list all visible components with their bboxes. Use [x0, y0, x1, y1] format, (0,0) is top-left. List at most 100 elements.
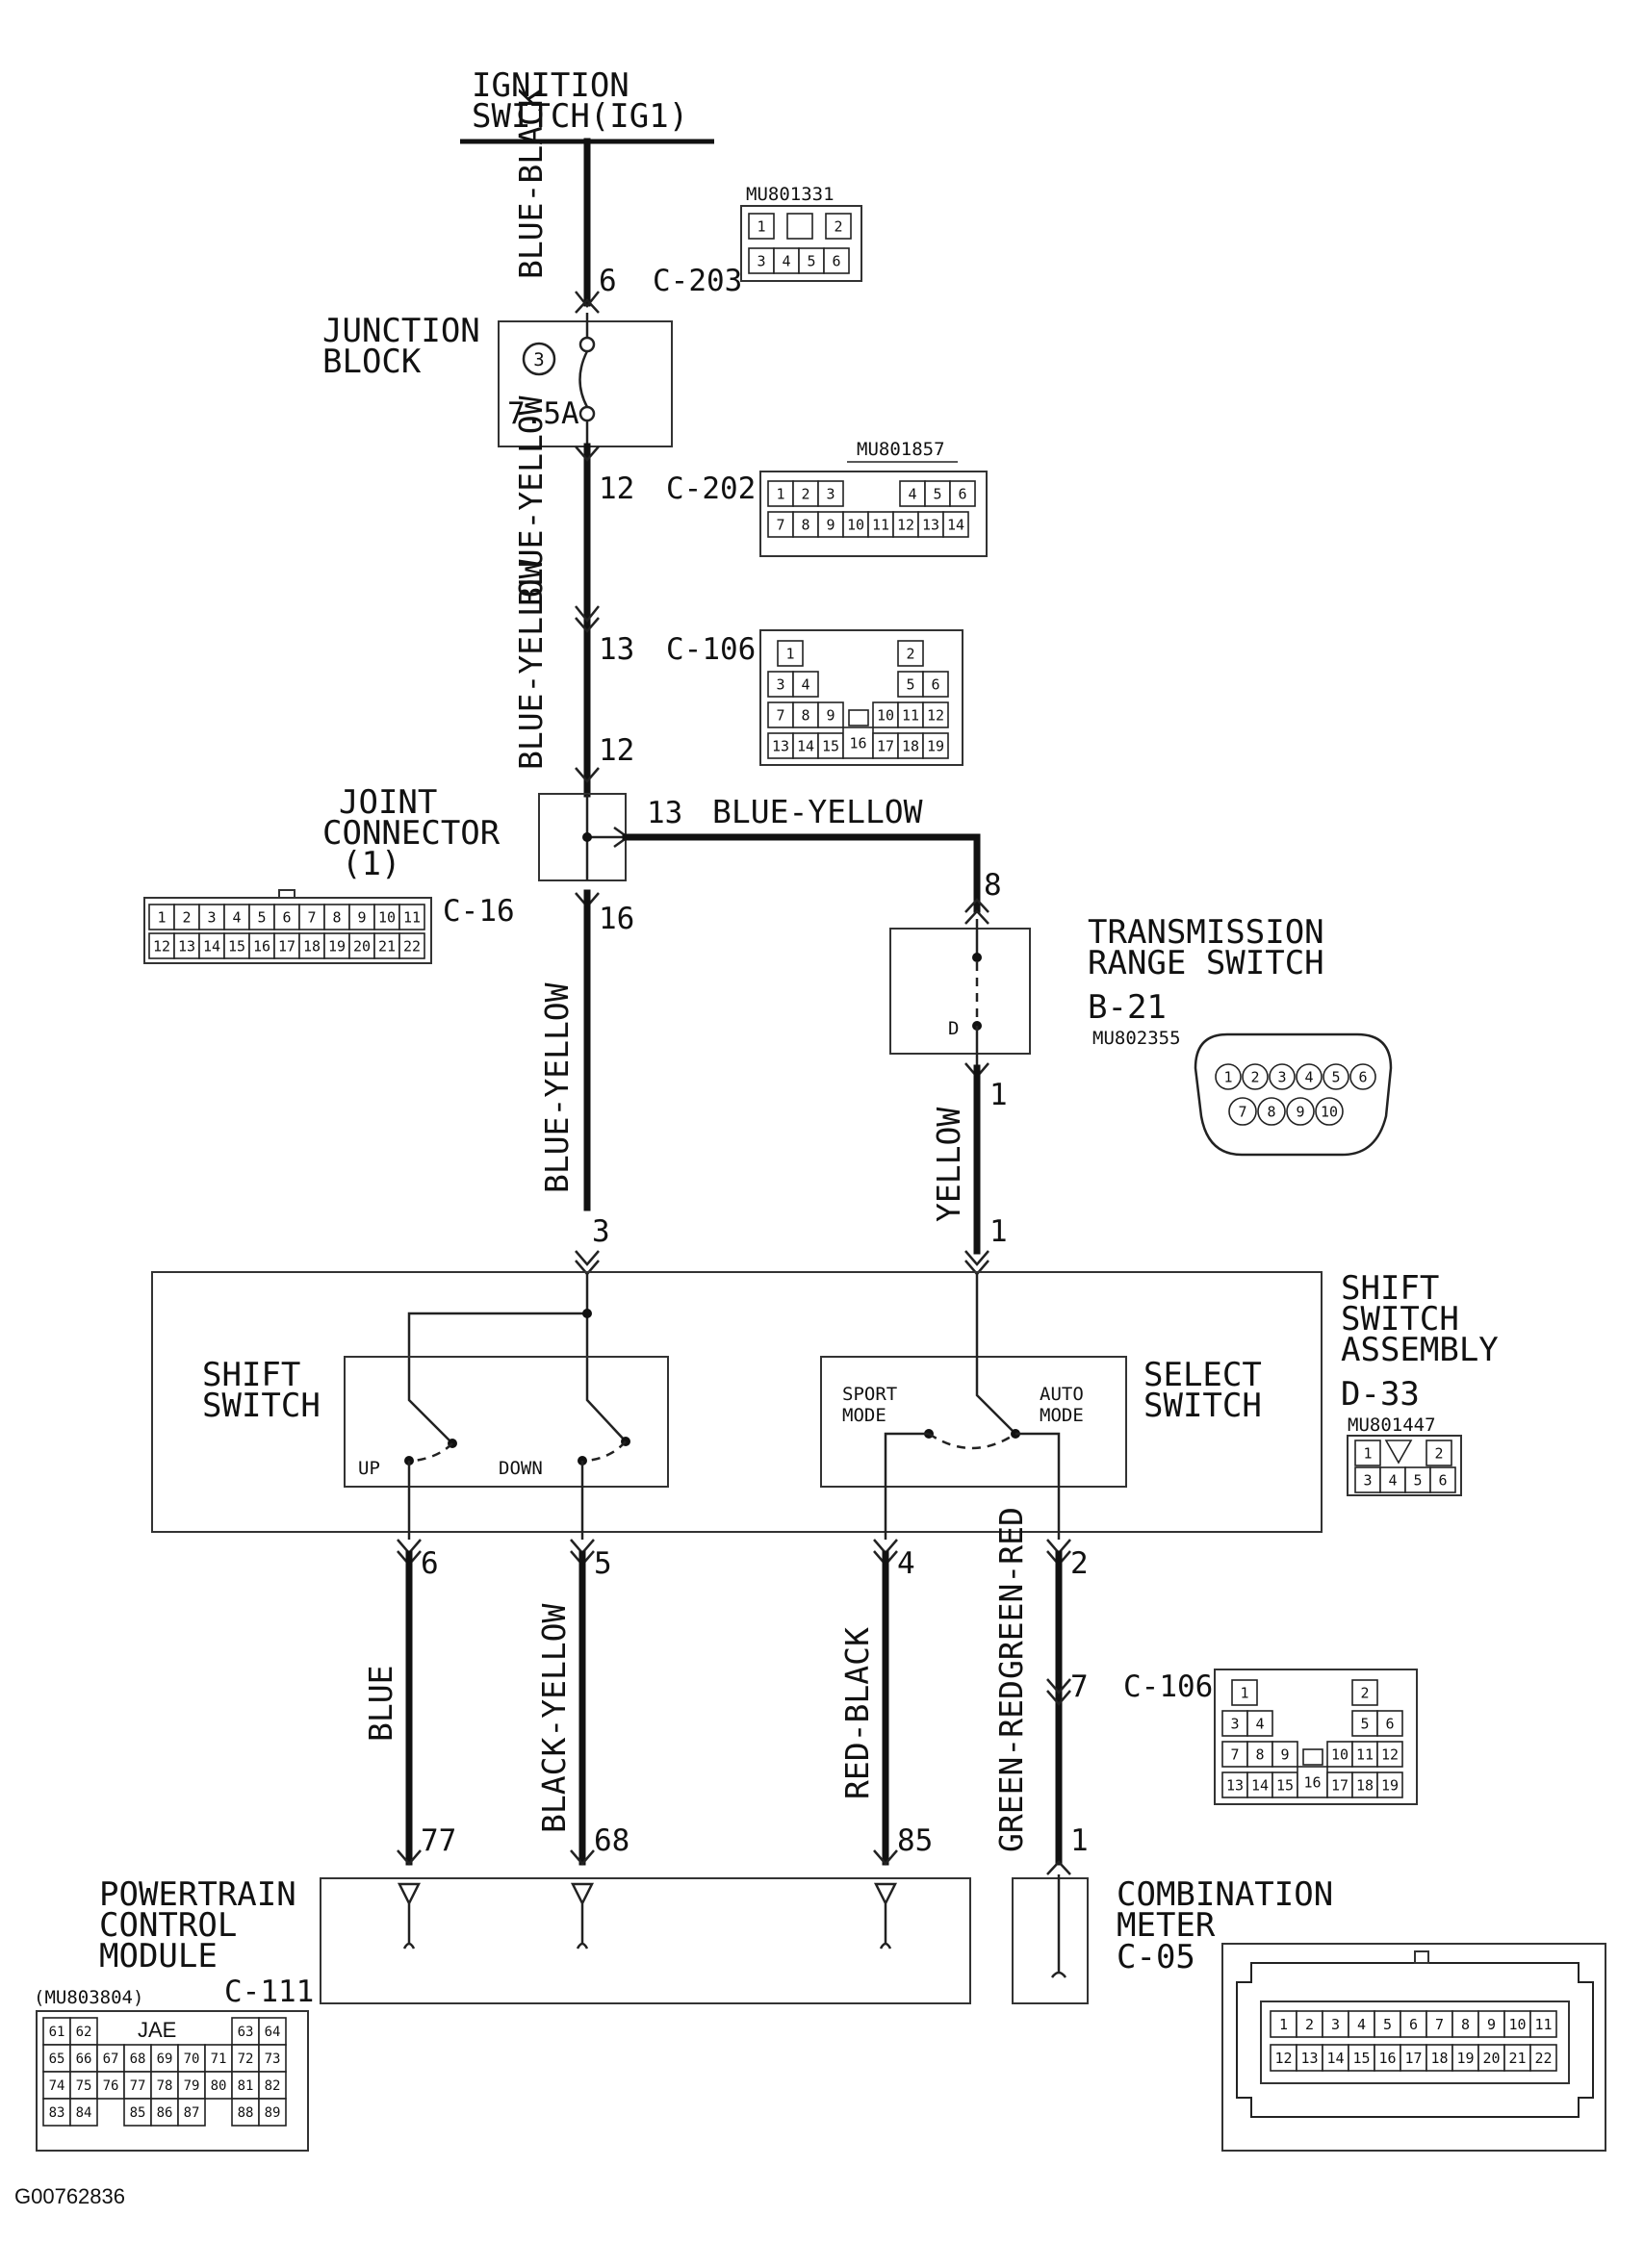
pin-number: 6: [832, 252, 840, 269]
pin-number: 5: [1331, 1068, 1340, 1085]
pin-number: 17: [1404, 2050, 1422, 2067]
pin-number: 7: [776, 706, 784, 724]
pin-number: 16: [1303, 1773, 1321, 1791]
pin-number: 4: [1388, 1471, 1397, 1489]
meter-label-1: COMBINATION: [1117, 1875, 1333, 1914]
pin-number: 14: [947, 516, 964, 533]
pin-number: 2: [906, 645, 914, 662]
pin-number: 15: [822, 737, 839, 754]
pin-number: 4: [908, 485, 916, 502]
pin-number: 74: [49, 2078, 65, 2094]
pin-number: 85: [130, 2105, 146, 2121]
pin-number: 11: [902, 706, 919, 724]
pin-number: 10: [1321, 1103, 1338, 1120]
pin-number: 16: [849, 734, 866, 752]
pin-number: 71: [211, 2051, 227, 2067]
pin-number: 79: [184, 2078, 200, 2094]
shift-switch-label-2: SWITCH: [202, 1387, 321, 1425]
pin-number: 4: [232, 908, 241, 926]
pin-number: 11: [1534, 2016, 1552, 2033]
pin-number: 77: [130, 2078, 146, 2094]
pin-number: 68: [130, 2051, 146, 2067]
pin-number: 22: [1534, 2050, 1552, 2067]
pin-number: 3: [776, 675, 784, 693]
pin-number: 83: [49, 2105, 65, 2121]
pin-number: 20: [353, 937, 371, 955]
wire-blue-yellow-horizontal: [622, 833, 981, 913]
ssa-id: D-33: [1341, 1375, 1420, 1414]
pin-number: 88: [238, 2105, 254, 2121]
pin-number: 13: [1226, 1776, 1244, 1794]
sport-mode-label-2: MODE: [842, 1405, 886, 1426]
pin-number: 9: [357, 908, 366, 926]
connector-c203-id: C-203: [653, 264, 742, 298]
pin-13-jc: 13: [647, 796, 682, 830]
pin-number: 21: [1508, 2050, 1526, 2067]
pin-number: 6: [958, 485, 966, 502]
pin-number: 13: [178, 937, 195, 955]
pin-number: 13: [1300, 2050, 1318, 2067]
pin-number: 3: [207, 908, 216, 926]
pin-number: 9: [826, 706, 835, 724]
pin-number: 63: [238, 2025, 254, 2040]
wire-label-green-red-a: GREEN-RED: [992, 1507, 1030, 1679]
pin-number: 16: [253, 937, 270, 955]
auto-mode-label-2: MODE: [1040, 1405, 1084, 1426]
wire-label-blue-yellow-h: BLUE-YELLOW: [712, 793, 923, 830]
pin-3: 3: [592, 1214, 610, 1249]
pin-number: 7: [1238, 1103, 1246, 1120]
pcm-jae-label: JAE: [138, 2018, 176, 2042]
pin-1-ssa: 1: [989, 1214, 1008, 1249]
pin-number: 11: [1356, 1746, 1374, 1763]
pin-8: 8: [984, 868, 1002, 903]
pin-number: 3: [757, 252, 765, 269]
pin-number: 3: [1277, 1068, 1286, 1085]
wire-label-red-black: RED-BLACK: [838, 1627, 876, 1799]
pin-number: 3: [1230, 1715, 1239, 1732]
pin-number: 10: [847, 516, 864, 533]
pin-number: 2: [182, 908, 191, 926]
pin-number: 18: [1430, 2050, 1448, 2067]
pin-number: 21: [378, 937, 396, 955]
pin-number: 2: [1360, 1684, 1369, 1701]
ssa-label-2: SWITCH: [1341, 1300, 1459, 1338]
trs-label-1: TRANSMISSION: [1088, 913, 1324, 952]
junction-block: JUNCTION BLOCK 3 7.5A: [322, 312, 673, 447]
pin-number: 76: [103, 2078, 119, 2094]
pin-number: 20: [1482, 2050, 1500, 2067]
meter-id: C-05: [1117, 1938, 1195, 1976]
connector-chevron: [575, 605, 600, 633]
pin-number: 14: [1251, 1776, 1269, 1794]
pin-number: 14: [1326, 2050, 1344, 2067]
fuse-symbol: [578, 313, 589, 446]
pin-number: 5: [1360, 1715, 1369, 1732]
pin-number: 22: [403, 937, 421, 955]
pin-number: 13: [922, 516, 939, 533]
pin-number: 15: [1352, 2050, 1370, 2067]
pin-number: 19: [1381, 1776, 1399, 1794]
pin-number: 15: [228, 937, 245, 955]
fuse-number: 3: [533, 349, 544, 370]
pcm-label-3: MODULE: [99, 1937, 218, 1975]
fuse-rating: 7.5A: [507, 396, 579, 431]
pin-number: 72: [238, 2051, 254, 2067]
connector-chevron: [575, 767, 600, 783]
pin-4: 4: [897, 1546, 915, 1581]
pin-number: 12: [897, 516, 914, 533]
pin-number: 18: [1356, 1776, 1374, 1794]
meter-label-2: METER: [1117, 1906, 1216, 1945]
down-contact: [585, 1389, 627, 1442]
wire-label-yellow: YELLOW: [930, 1108, 967, 1222]
pin-number: 19: [328, 937, 346, 955]
pin-number: 17: [1331, 1776, 1349, 1794]
pin-number: 7: [307, 908, 316, 926]
pcm-label-1: POWERTRAIN: [99, 1875, 296, 1914]
ssa-label-3: ASSEMBLY: [1341, 1331, 1499, 1369]
joint-connector: JOINT CONNECTOR (1): [322, 783, 630, 883]
pin-number: 8: [801, 516, 809, 533]
pin-number: 10: [877, 706, 894, 724]
